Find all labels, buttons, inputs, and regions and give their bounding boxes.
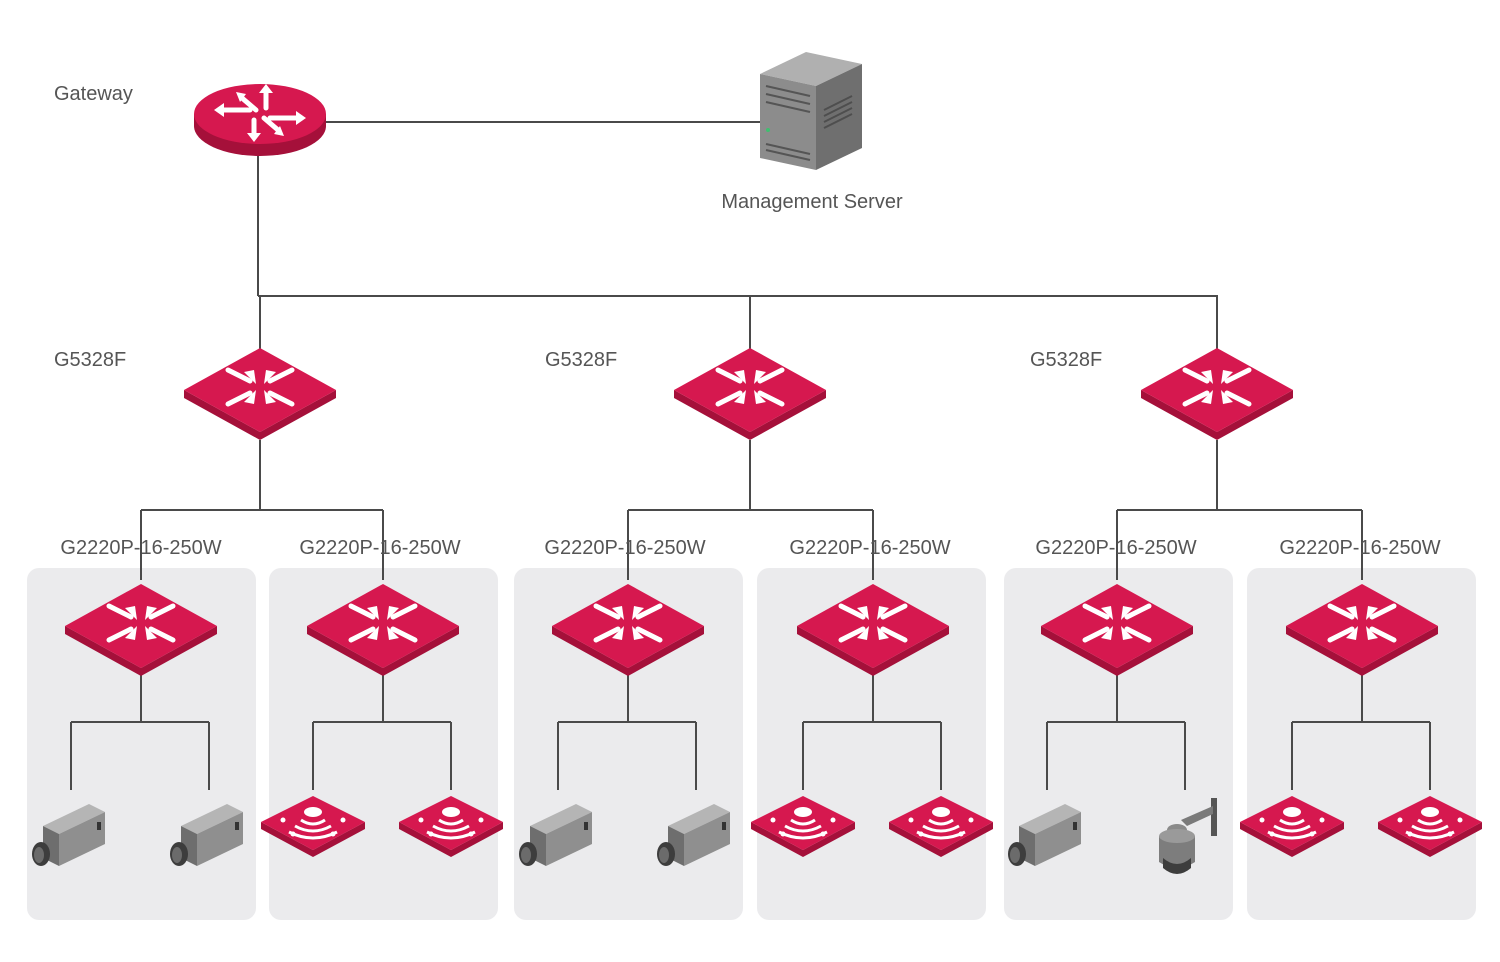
access-switch-label: G2220P-16-250W (1035, 537, 1197, 559)
access-switch-label: G2220P-16-250W (1279, 537, 1441, 559)
core-switch-icon[interactable] (674, 348, 826, 440)
access-switch-label: G2220P-16-250W (789, 537, 951, 559)
core-switch-icon[interactable] (184, 348, 336, 440)
core-switch-label: G5328F (545, 349, 618, 371)
connection-lines (70, 121, 1431, 790)
core-switch-icon[interactable] (1141, 348, 1293, 440)
management-server-icon[interactable] (760, 52, 862, 170)
access-switch-label: G2220P-16-250W (299, 537, 461, 559)
access-panels (27, 568, 1476, 920)
gateway-label: Gateway (54, 83, 133, 105)
management-server-label: Management Server (721, 191, 903, 213)
access-switch-label: G2220P-16-250W (544, 537, 706, 559)
access-switch-label: G2220P-16-250W (60, 537, 222, 559)
core-switch-label: G5328F (54, 349, 127, 371)
core-switch-label: G5328F (1030, 349, 1103, 371)
gateway-router-icon[interactable] (194, 84, 326, 156)
